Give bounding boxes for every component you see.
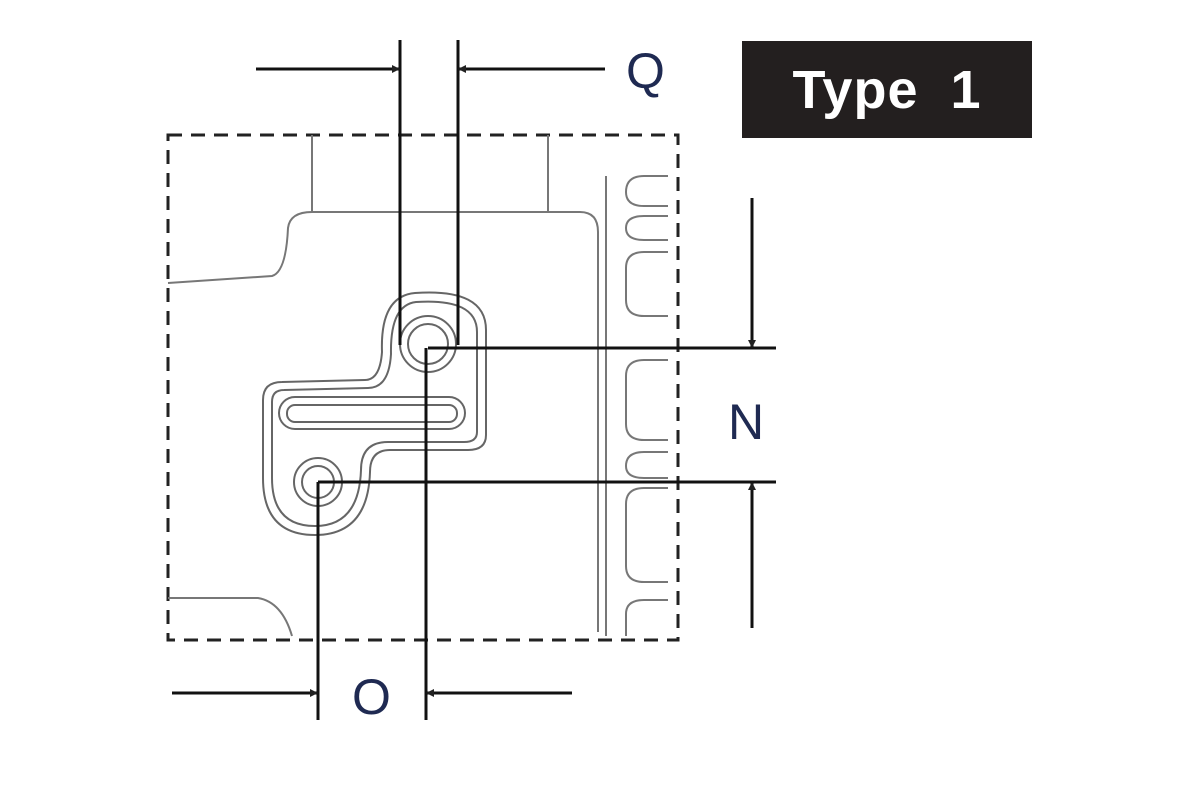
mounting-bracket	[262, 291, 487, 537]
type-badge-text: Type 1	[792, 59, 982, 120]
cooling-fins	[605, 175, 668, 636]
housing-outline-dashed	[166, 133, 680, 642]
housing-body	[167, 135, 599, 637]
dimension-lines	[172, 40, 776, 720]
dimension-label-o: O	[352, 669, 391, 725]
type-badge: Type 1	[742, 41, 1032, 138]
dimension-label-q: Q	[626, 43, 665, 99]
dimension-label-n: N	[728, 394, 765, 450]
